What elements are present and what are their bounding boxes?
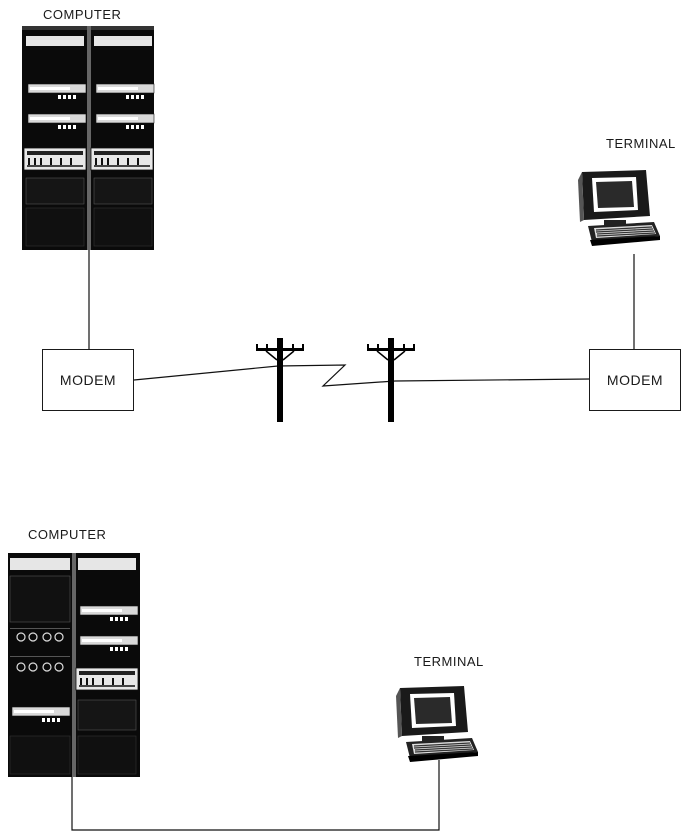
top-computer-label: COMPUTER xyxy=(43,7,121,22)
modem-right-box: MODEM xyxy=(589,349,681,411)
telephone-line-break xyxy=(278,365,395,386)
telephone-pole-right xyxy=(367,338,415,422)
modem-left-label: MODEM xyxy=(60,372,116,388)
pole-to-modem-line xyxy=(395,379,590,381)
modem-right-label: MODEM xyxy=(607,372,663,388)
top-terminal-icon xyxy=(578,170,660,246)
bottom-computer-label: COMPUTER xyxy=(28,527,106,542)
bottom-computer-cabinet xyxy=(8,553,140,777)
telephone-pole-left xyxy=(256,338,304,422)
top-terminal-label: TERMINAL xyxy=(606,136,676,151)
top-computer-cabinet xyxy=(22,26,154,250)
bottom-terminal-icon xyxy=(396,686,478,762)
bottom-terminal-label: TERMINAL xyxy=(414,654,484,669)
modem-left-box: MODEM xyxy=(42,349,134,411)
modem-to-pole-line xyxy=(134,366,278,380)
